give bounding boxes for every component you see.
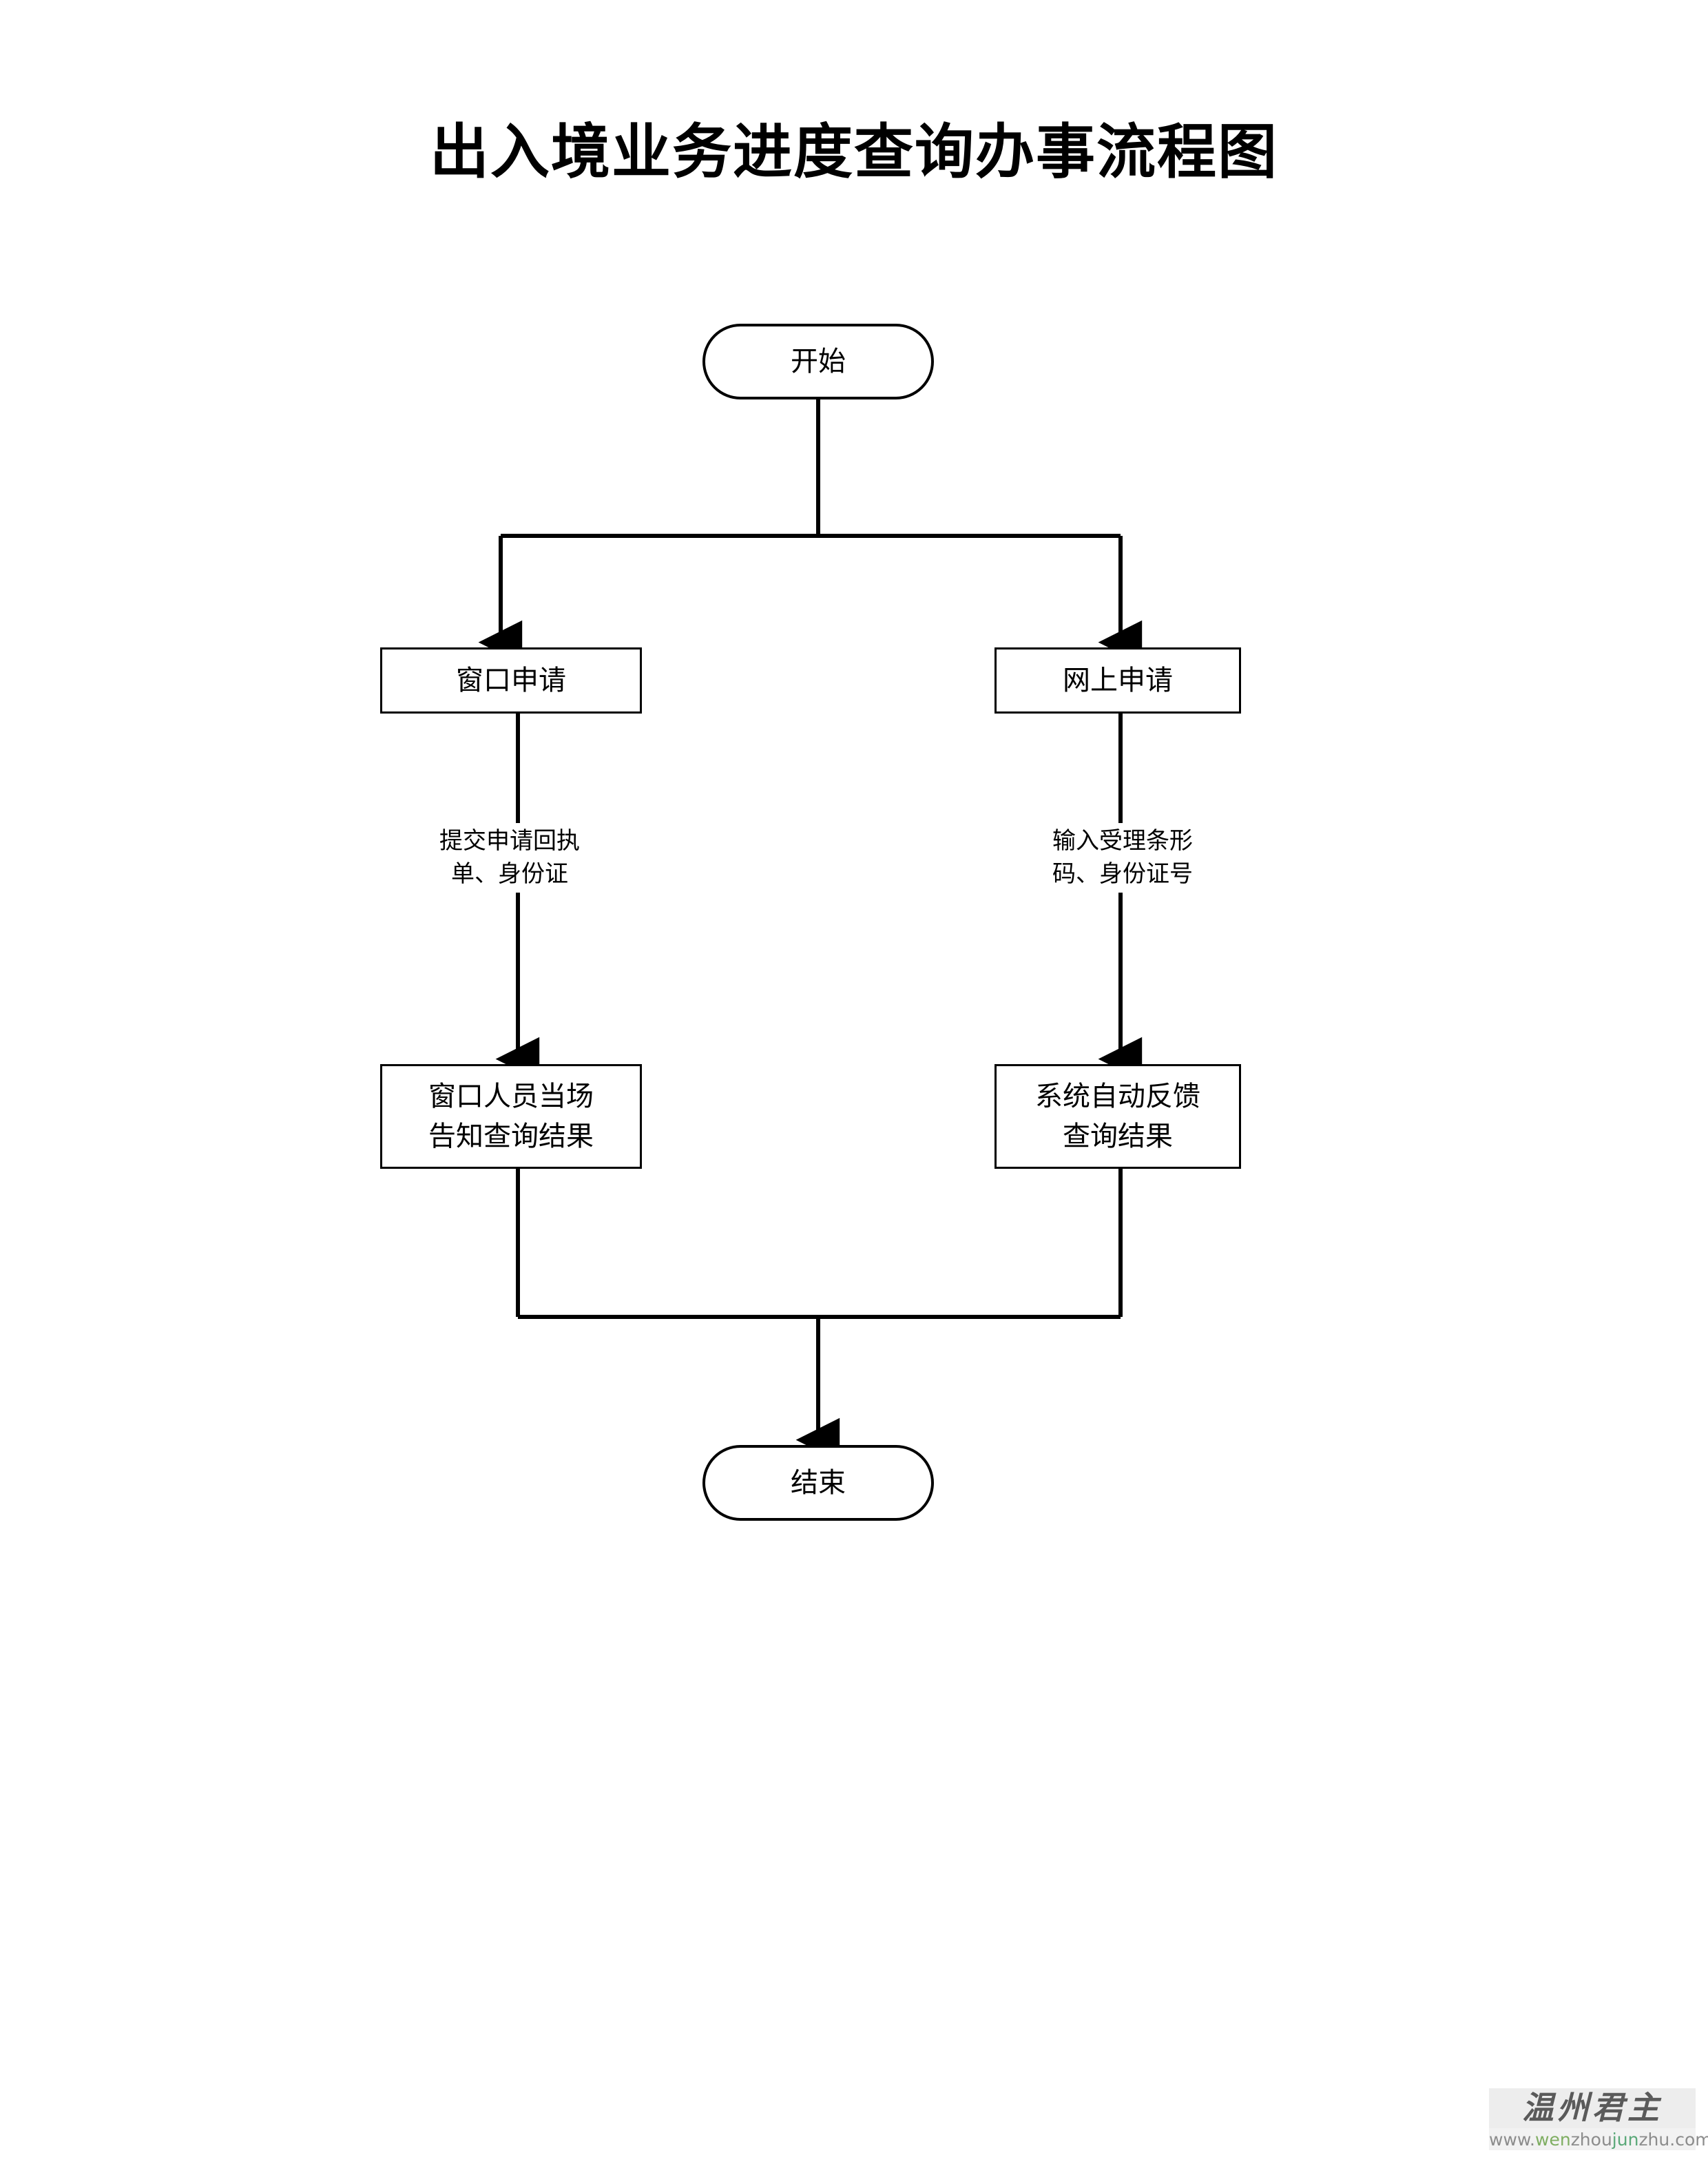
edge-label-window-branch: 提交申请回执 单、身份证: [387, 823, 632, 893]
edge-start-split: [501, 399, 1121, 538]
flow-node-end[interactable]: 结束: [702, 1445, 934, 1521]
flow-node-online-apply-label: 网上申请: [1063, 665, 1173, 696]
watermark-brand-text: 温州君主: [1489, 2088, 1696, 2128]
edge-label-online-branch: 输入受理条形 码、身份证号: [1000, 823, 1245, 893]
flow-node-online-apply[interactable]: 网上申请: [994, 647, 1241, 714]
flow-node-end-label: 结束: [791, 1467, 846, 1499]
flow-node-window-apply-label: 窗口申请: [456, 665, 566, 696]
watermark-url: www.wenzhoujunzhu.com: [1489, 2128, 1708, 2150]
flow-node-system-result[interactable]: 系统自动反馈 查询结果: [994, 1064, 1241, 1169]
flow-node-start[interactable]: 开始: [702, 324, 934, 399]
flow-node-window-apply[interactable]: 窗口申请: [380, 647, 642, 714]
watermark-url-part-2: zhou: [1570, 2129, 1612, 2150]
watermark: 温州君主 www.wenzhoujunzhu.com: [1489, 2088, 1708, 2150]
watermark-url-part-1: wen: [1535, 2129, 1571, 2150]
flow-node-window-result-label: 窗口人员当场 告知查询结果: [428, 1081, 594, 1152]
flow-node-system-result-label: 系统自动反馈 查询结果: [1035, 1081, 1200, 1152]
watermark-url-part-0: www.: [1489, 2129, 1535, 2150]
watermark-url-part-3: jun: [1612, 2129, 1639, 2150]
watermark-url-part-4: zhu.com: [1638, 2129, 1708, 2150]
flow-node-start-label: 开始: [791, 346, 846, 377]
flow-node-window-result[interactable]: 窗口人员当场 告知查询结果: [380, 1064, 642, 1169]
page-title: 出入境业务进度查询办事流程图: [430, 117, 1278, 187]
